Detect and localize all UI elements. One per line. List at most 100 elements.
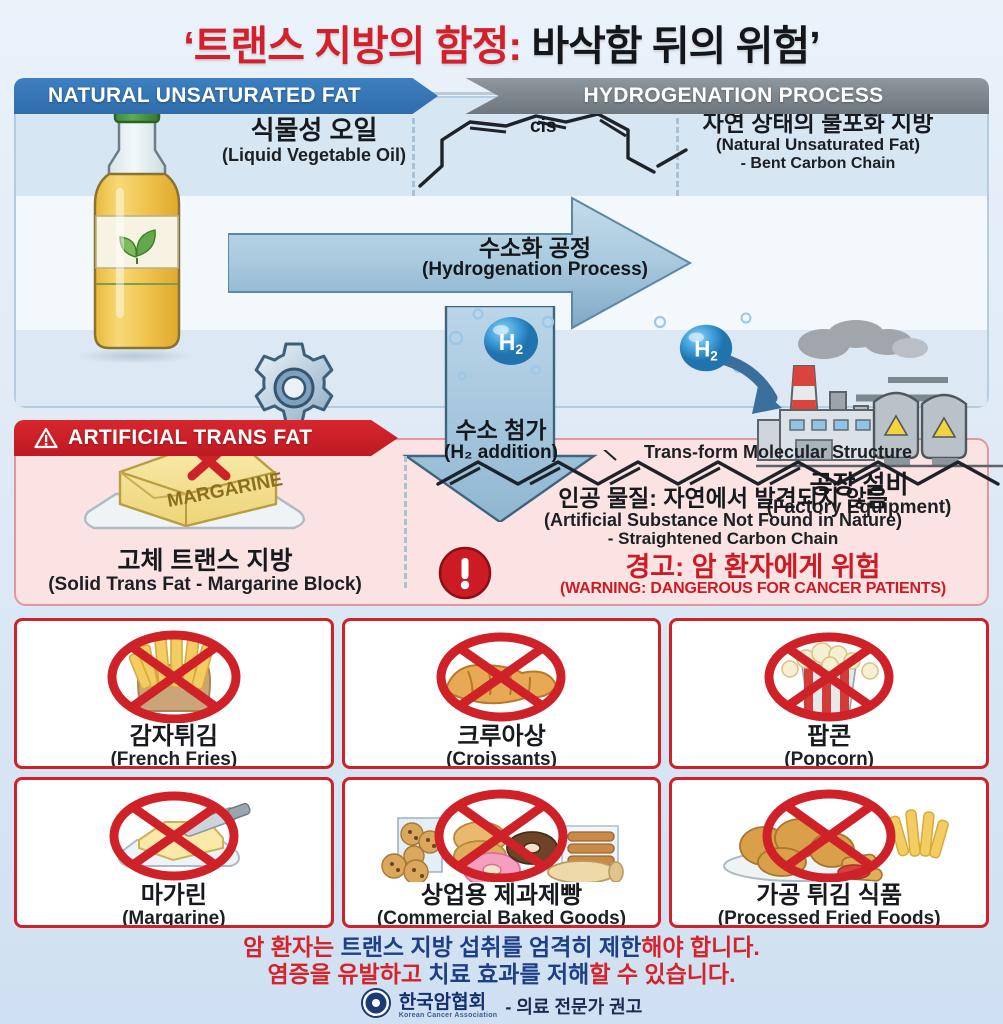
cis-structure-kr: 자연 상태의 불포화 지방	[702, 110, 934, 137]
artificial-trans-fat-panel: ARTIFICIAL TRANS FAT MARGARINE	[14, 420, 1000, 606]
factory-label-kr: 공장 설비	[809, 471, 909, 499]
oil-bottle-icon	[93, 98, 181, 350]
h2-bubble-icon-2: H2	[679, 324, 733, 372]
food-en-5: (Processed Fried Foods)	[717, 907, 941, 928]
oil-label-kr: 식물성 오일	[250, 115, 378, 145]
hydrogenation-arrow-en: (Hydrogenation Process)	[422, 259, 648, 281]
small-bubbles-decor	[448, 308, 555, 381]
food-en-3: (Margarine)	[122, 907, 226, 928]
advisory-line-1: 암 환자는 트랜스 지방 섭취를 엄격히 제한해야 합니다.	[0, 934, 1003, 961]
cis-molecule-structure	[418, 112, 688, 188]
bottle-shadow	[76, 348, 194, 364]
food-kr-5: 가공 튀김 식품	[756, 882, 903, 909]
h2-bubble-icon-1: H2	[484, 317, 538, 365]
artificial-substance-en: (Artificial Substance Not Found in Natur…	[543, 509, 902, 530]
cancer-warning-kr: 경고: 암 환자에게 위험	[625, 551, 881, 582]
margarine-block-icon: MARGARINE	[83, 441, 306, 530]
food-name-baked-goods: 상업용 제과제빵 (Commercial Baked Goods)	[376, 882, 627, 928]
advisory-line2-b: 치료 효과를 저해	[428, 961, 590, 988]
tab-hydrogenation-process[interactable]: HYDROGENATION PROCESS	[465, 78, 989, 114]
kca-logo-icon	[360, 988, 391, 1023]
bottom-advisory-message: 암 환자는 트랜스 지방 섭취를 엄격히 제한해야 합니다. 염증을 유발하고 …	[0, 934, 1003, 988]
trans-structure-caption: Trans-form Molecular Structure	[644, 442, 913, 462]
tab-natural-unsaturated-fat[interactable]: NATURAL UNSATURATED FAT	[14, 78, 438, 114]
food-cell-croissant[interactable]: 크루아상 (Croissants)	[341, 618, 662, 769]
food-art-french-fries	[17, 627, 331, 723]
factory-label: 공장 설비 (Factory Equipment)	[714, 472, 1003, 518]
trans-molecule-structure	[436, 450, 1000, 486]
solid-trans-fat-en: (Solid Trans Fat - Margarine Block)	[48, 573, 362, 595]
margarine-block-illustration: MARGARINE	[74, 441, 334, 542]
factory-equipment-icon	[756, 320, 1003, 468]
tab-artificial-label: ARTIFICIAL TRANS FAT	[68, 426, 313, 449]
advisory-line1-a: 암 환자는	[243, 934, 341, 960]
tab-natural-label: NATURAL UNSATURATED FAT	[48, 84, 361, 107]
advisory-line1-c: 해야 합니다.	[641, 934, 760, 960]
food-art-fried-foods	[672, 786, 986, 882]
cis-marker-label: cis	[530, 116, 557, 137]
oil-label-en: (Liquid Vegetable Oil)	[221, 145, 407, 166]
food-kr-0: 감자튀김	[129, 723, 218, 750]
advisory-line2-c: 할 수 있습니다.	[589, 961, 736, 988]
title-dark-part: 바삭함 뒤의 위험	[531, 23, 810, 69]
divider-dashed-trans	[404, 456, 407, 588]
food-cell-margarine[interactable]: 마가린 (Margarine)	[14, 777, 334, 928]
warning-triangle-icon	[34, 427, 58, 449]
prohibited-foods-grid: 감자튀김 (French Fries) 크루아상 (C	[14, 618, 989, 928]
food-name-french-fries: 감자튀김 (French Fries)	[110, 723, 238, 769]
kca-org-name: 한국암협회 Korean Cancer Association	[399, 993, 498, 1019]
top-panel-tabs: NATURAL UNSATURATED FAT HYDROGENATION PR…	[14, 78, 989, 114]
cancer-warning-text: 경고: 암 환자에게 위험 (WARNING: DANGEROUS FOR CA…	[502, 551, 1003, 598]
advisory-line1-b: 트랜스 지방 섭취를 엄격히 제한	[340, 934, 642, 960]
oil-label: 식물성 오일 (Liquid Vegetable Oil)	[204, 116, 424, 166]
food-kr-3: 마가린	[140, 882, 207, 909]
h2-addition-label: 수소 첨가 (H₂ addition)	[420, 418, 582, 463]
tab-connector	[418, 92, 498, 95]
h2-addition-kr: 수소 첨가	[455, 417, 547, 443]
svg-text:H2: H2	[499, 329, 524, 357]
food-cell-fried-foods[interactable]: 가공 튀김 식품 (Processed Fried Foods)	[669, 777, 989, 928]
food-art-margarine	[17, 786, 331, 882]
solid-trans-fat-kr: 고체 트랜스 지방	[117, 547, 293, 575]
cancer-warning-row: 경고: 암 환자에게 위험 (WARNING: DANGEROUS FOR CA…	[438, 546, 1003, 605]
food-en-4: (Commercial Baked Goods)	[376, 907, 627, 928]
kca-recommendation: - 의료 전문가 권고	[505, 996, 643, 1017]
food-name-fried-foods: 가공 튀김 식품 (Processed Fried Foods)	[717, 882, 941, 928]
food-name-croissant: 크루아상 (Croissants)	[446, 723, 557, 769]
hydrogenation-arrow-label: 수소화 공정 (Hydrogenation Process)	[410, 236, 660, 280]
tab-artificial-trans-fat[interactable]: ARTIFICIAL TRANS FAT	[14, 420, 398, 456]
food-art-popcorn	[672, 627, 986, 723]
footer: 한국암협회 Korean Cancer Association - 의료 전문가…	[0, 988, 1003, 1023]
food-cell-baked-goods[interactable]: 상업용 제과제빵 (Commercial Baked Goods)	[341, 777, 662, 928]
h2-addition-en: (H₂ addition)	[444, 441, 558, 463]
artificial-substance-kr: 인공 물질: 자연에서 발견되지 않음	[558, 485, 888, 511]
food-kr-2: 팝콘	[807, 723, 852, 750]
food-en-2: (Popcorn)	[784, 748, 875, 769]
food-en-1: (Croissants)	[446, 748, 557, 769]
artificial-substance-en2: - Straightened Carbon Chain	[607, 529, 839, 549]
artificial-substance-label: 인공 물질: 자연에서 발견되지 않음 (Artificial Substanc…	[434, 486, 1003, 549]
food-name-popcorn: 팝콘 (Popcorn)	[784, 723, 875, 769]
kca-org-en: Korean Cancer Association	[398, 1011, 498, 1019]
food-en-0: (French Fries)	[110, 748, 238, 769]
food-art-croissant	[345, 627, 659, 723]
divider-dashed-right	[676, 118, 679, 196]
cis-structure-en2: - Bent Carbon Chain	[740, 154, 896, 172]
natural-vs-hydrogenation-panel: NATURAL UNSATURATED FAT HYDROGENATION PR…	[14, 78, 1003, 522]
food-kr-1: 크루아상	[457, 723, 546, 750]
vegetable-oil-bottle	[62, 96, 212, 366]
food-name-margarine: 마가린 (Margarine)	[122, 882, 226, 928]
title-red-part: 트랜스 지방의 함정:	[193, 23, 522, 69]
food-cell-popcorn[interactable]: 팝콘 (Popcorn)	[669, 618, 989, 769]
food-kr-4: 상업용 제과제빵	[420, 882, 583, 909]
advisory-line-2: 염증을 유발하고 치료 효과를 저해할 수 있습니다.	[0, 961, 1003, 988]
kca-org-kr: 한국암협회	[398, 991, 487, 1013]
food-cell-french-fries[interactable]: 감자튀김 (French Fries)	[14, 618, 334, 769]
title-quote-close: ’	[809, 23, 820, 69]
page-title: ‘트랜스 지방의 함정: 바삭함 뒤의 위험’	[0, 0, 1003, 78]
factory-label-en: (Factory Equipment)	[766, 497, 952, 519]
gear-icon	[254, 342, 334, 424]
title-quote-open: ‘	[183, 23, 194, 69]
food-art-baked-goods	[345, 786, 659, 882]
solid-trans-fat-label: 고체 트랜스 지방 (Solid Trans Fat - Margarine B…	[20, 548, 390, 595]
